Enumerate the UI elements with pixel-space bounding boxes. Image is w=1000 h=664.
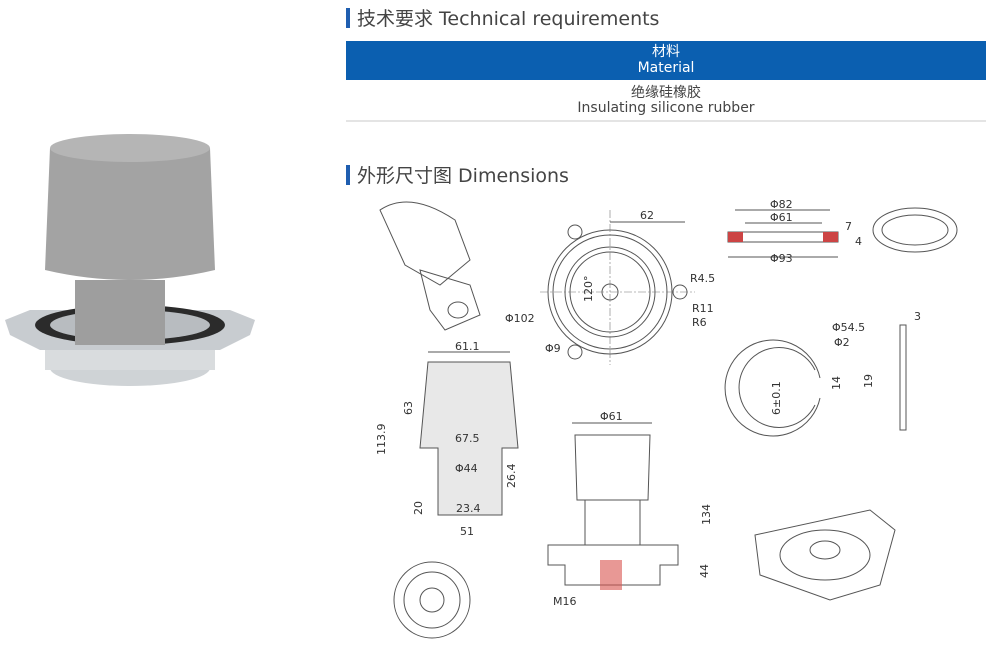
dim-label: 120° [582, 276, 595, 303]
header-en: Material [637, 60, 695, 76]
insulator-section: 61.1 63 113.9 67.5 Φ44 26.4 20 23.4 51 [375, 340, 519, 639]
dim-label: Φ61 [770, 211, 793, 224]
dim-label: 63 [402, 401, 415, 415]
dim-label: 113.9 [375, 424, 388, 456]
iso-insulator [379, 201, 481, 331]
dim-label: 134 [700, 504, 713, 525]
dim-label: 7 [845, 220, 852, 233]
section-title-dims: 外形尺寸图 Dimensions [346, 161, 569, 188]
header-cn: 材料 [652, 44, 680, 60]
dim-label: Φ54.5 [832, 321, 865, 334]
dim-label: Φ93 [770, 252, 793, 265]
dim-label: Φ82 [770, 198, 793, 211]
value-en: Insulating silicone rubber [577, 100, 755, 116]
section-title-tech: 技术要求 Technical requirements [346, 4, 659, 31]
dim-label: 23.4 [456, 502, 481, 515]
product-photo [5, 134, 255, 386]
dim-label: 6±0.1 [770, 381, 783, 415]
dim-label: M16 [553, 595, 577, 608]
dim-label: 61.1 [455, 340, 480, 353]
dim-label: Φ44 [455, 462, 478, 475]
dim-label: Φ102 [505, 312, 535, 325]
dim-label: 62 [640, 209, 654, 222]
dim-label: Φ61 [600, 410, 623, 423]
snap-ring: Φ54.5 Φ2 14 19 6±0.1 3 [724, 310, 921, 437]
dim-label: Φ9 [545, 342, 561, 355]
dim-label: R11 [692, 302, 714, 315]
dim-label: 67.5 [455, 432, 480, 445]
dim-label: R6 [692, 316, 707, 329]
dim-label: 20 [412, 501, 425, 515]
dim-label: 4 [855, 235, 862, 248]
flange-top-view: 62 R4.5 R11 R6 Φ102 Φ9 120° [505, 209, 715, 365]
iso-flange [754, 509, 896, 601]
section-title-text: 技术要求 Technical requirements [357, 8, 660, 30]
dim-label: 44 [698, 564, 711, 578]
value-cn: 绝缘硅橡胶 [631, 85, 701, 101]
dim-label: Φ2 [834, 336, 850, 349]
dim-label: 19 [862, 374, 875, 388]
dim-label: 3 [914, 310, 921, 323]
dim-label: 14 [830, 376, 843, 390]
gasket-section: Φ82 Φ61 Φ93 7 4 [727, 198, 958, 265]
dim-label: 51 [460, 525, 474, 538]
section-title-text: 外形尺寸图 Dimensions [357, 165, 569, 187]
assembly-elevation: Φ61 134 44 M16 [547, 410, 713, 608]
dimension-drawings: 62 R4.5 R11 R6 Φ102 Φ9 120° Φ82 Φ61 Φ93 … [375, 198, 958, 639]
dim-label: 26.4 [505, 464, 518, 489]
dim-label: R4.5 [690, 272, 715, 285]
